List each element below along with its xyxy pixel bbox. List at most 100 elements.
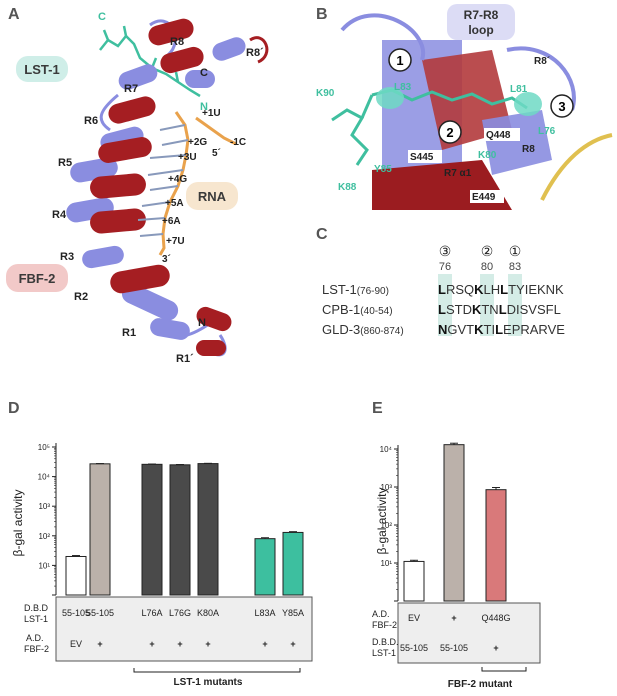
r2-label: R2 — [74, 291, 88, 303]
dbd-value: L76G — [169, 608, 191, 618]
alignment-row: CPB-1(40-54) — [322, 302, 393, 317]
sequence-segment: LH — [484, 282, 501, 297]
ad-value: + — [451, 613, 456, 623]
fbf2-red-helices — [90, 18, 232, 356]
panel-e-letter: E — [372, 400, 383, 417]
panel-d-letter: D — [8, 400, 20, 417]
site-2-label: 2 — [446, 125, 453, 140]
panel-c-letter: C — [316, 226, 328, 243]
conserved-residue: L — [438, 282, 446, 297]
nt-minus1c: -1C — [230, 137, 246, 148]
bar-2 — [485, 489, 507, 602]
sequence-segment: TYIEKNK — [508, 282, 564, 297]
alignment-sequence: LRSQKLHLTYIEKNK — [438, 282, 564, 297]
bar-4 — [197, 463, 219, 596]
y-tick-label: 10⁴ — [380, 445, 393, 454]
panel-b-structure: R7-R8 loop 1 2 3 R8´ K90 L83 L81 L76 Q44… — [316, 4, 613, 210]
fbf2-label: FBF-2 — [19, 271, 56, 286]
backbone-loop-red — [249, 36, 269, 64]
lst1-label: LST-1 — [24, 62, 59, 77]
chart-d-ad-label1: A.D. — [26, 633, 44, 643]
sequence-segment: DISVSFL — [507, 302, 561, 317]
alignment-sequence: NGVTKTILEPRARVE — [438, 322, 565, 337]
ad-value: + — [149, 639, 154, 649]
bar-0 — [403, 560, 425, 602]
r7-label: R7 — [124, 83, 138, 95]
site-marker-1: ① — [509, 244, 522, 259]
r8-label-b: R8 — [522, 144, 535, 155]
site-1-label: 1 — [396, 53, 403, 68]
chart-d-ad-label2: FBF-2 — [24, 644, 49, 654]
r4-label: R4 — [52, 209, 67, 221]
highlight-col-83 — [508, 274, 522, 336]
chart-e-dbd-label2: LST-1 — [372, 648, 396, 658]
dbd-value: L76A — [141, 608, 162, 618]
chart-d-mutants-bracket — [133, 668, 301, 673]
bar-0 — [65, 555, 87, 596]
r7r8-loop-strand — [340, 13, 426, 61]
ad-value: + — [290, 639, 295, 649]
bar-2 — [141, 463, 163, 596]
s445-label: S445 — [410, 152, 434, 163]
panel-b-letter: B — [316, 6, 328, 23]
y-tick-label: 10² — [380, 521, 392, 530]
ad-value: + — [97, 639, 102, 649]
lst1-label-box — [16, 56, 68, 82]
y-tick-label: 10⁵ — [38, 443, 50, 452]
nt-plus1u: +1U — [202, 108, 221, 119]
dbd-value: 55-105 — [62, 608, 90, 618]
y-tick-label: 10¹ — [38, 561, 50, 570]
nt-plus2g: +2G — [188, 137, 207, 148]
r6-label: R6 — [84, 115, 98, 127]
sequence-segment: GVT — [447, 322, 474, 337]
protein-name: GLD-3 — [322, 322, 360, 337]
dbd-value: K80A — [197, 608, 219, 618]
lst1-n-terminus-label: N — [200, 101, 208, 113]
chart-e-mutant-label: FBF-2 mutant — [448, 679, 513, 690]
nt-plus5a: +5A — [165, 198, 184, 209]
l83-label: L83 — [394, 82, 412, 93]
r8p-strand — [506, 46, 576, 111]
chart-e-ad-label2: FBF-2 — [372, 620, 397, 630]
chart-e-mutant-bracket — [481, 667, 527, 672]
bar-1 — [443, 444, 465, 602]
rna-strand — [137, 111, 237, 256]
conserved-residue: L — [499, 302, 507, 317]
conserved-residue: L — [438, 302, 446, 317]
dbd-value: 55-105 — [86, 608, 114, 618]
conserved-residue: L — [500, 282, 508, 297]
chart-d-ylabel: β-gal activity — [11, 490, 25, 557]
chart-e-dbd-label1: D.B.D. — [372, 637, 399, 647]
dbd-value: + — [493, 643, 498, 653]
site-3-label: 3 — [558, 99, 565, 114]
r8-prime-label-b: R8´ — [534, 56, 550, 67]
r8-prime-label: R8´ — [246, 47, 264, 59]
chart-e-ad-label1: A.D. — [372, 609, 390, 619]
l81-label: L81 — [510, 84, 528, 95]
sequence-segment: EPRARVE — [503, 322, 565, 337]
nt-plus4g: +4G — [168, 174, 187, 185]
blue-helix-right — [482, 110, 552, 175]
y85-label: Y85 — [374, 164, 392, 175]
nt-3prime: 3´ — [162, 254, 171, 265]
ad-value: + — [262, 639, 267, 649]
y-tick-label: 10² — [38, 532, 50, 541]
fbf2-n-terminus-label: N — [198, 317, 206, 329]
chart-d-dbd-label2: LST-1 — [24, 614, 48, 624]
dbd-value: Y85A — [282, 608, 304, 618]
sequence-segment: RSQ — [446, 282, 474, 297]
panel-a-structure: LST-1 RNA FBF-2 — [6, 11, 269, 365]
conserved-residue: K — [472, 302, 482, 317]
rna-label: RNA — [198, 189, 227, 204]
site-position-80: 80 — [481, 261, 493, 273]
ad-value: EV — [70, 639, 82, 649]
r3-label: R3 — [60, 251, 74, 263]
conserved-residue: L — [495, 322, 503, 337]
nt-plus6a: +6A — [162, 216, 181, 227]
r7-alpha1-label: R7 α1 — [444, 168, 472, 179]
chart-e-table-bg — [397, 602, 541, 664]
site-position-83: 83 — [509, 261, 521, 273]
rna-strand-b — [540, 133, 613, 201]
bar-3 — [169, 464, 191, 596]
